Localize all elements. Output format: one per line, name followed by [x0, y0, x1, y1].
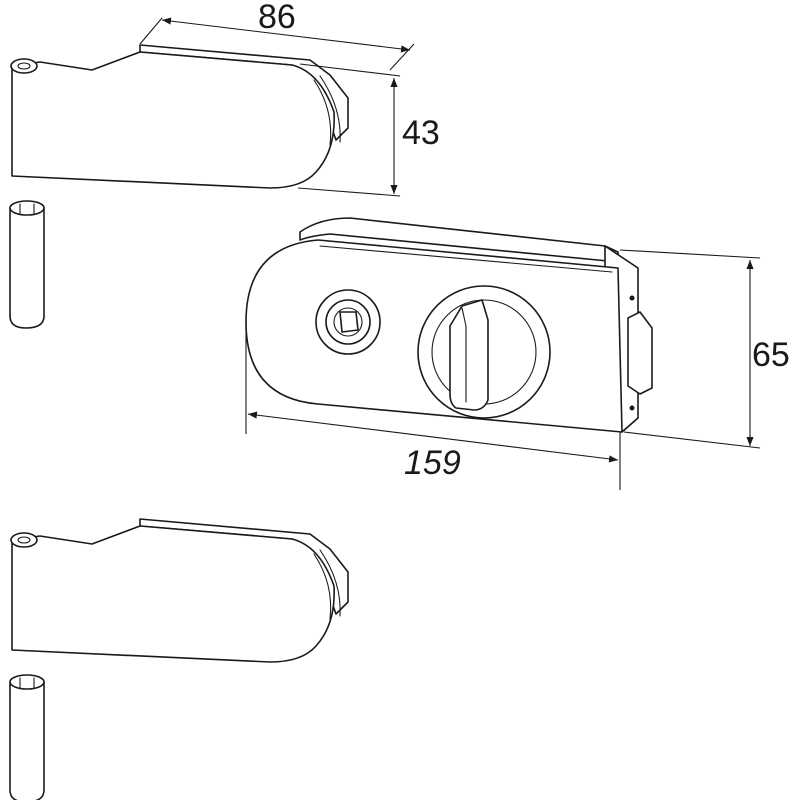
bottom-hinge-pivot	[10, 532, 38, 548]
dimension-43: 43	[297, 63, 440, 197]
lock-thumb-turn	[417, 285, 551, 419]
dim-label-65: 65	[752, 336, 790, 374]
lock-key-cylinder	[315, 289, 381, 355]
dim-label-86: 86	[258, 0, 296, 36]
dimension-65: 65	[619, 249, 790, 449]
dim-label-159: 159	[404, 444, 461, 482]
lock-body	[245, 217, 653, 433]
top-hinge	[10, 44, 349, 189]
dim-label-43: 43	[402, 114, 440, 152]
bottom-hinge-body	[11, 525, 335, 663]
thumb-turn-handle	[449, 299, 489, 411]
top-hinge-body	[11, 51, 335, 189]
dimension-86: 86	[139, 0, 415, 71]
dimension-159: 159	[245, 322, 621, 490]
top-pin	[9, 200, 45, 329]
bottom-pin	[9, 674, 45, 800]
bottom-hinge	[10, 518, 349, 663]
top-hinge-pivot	[10, 58, 38, 74]
lock-latch	[627, 311, 653, 395]
